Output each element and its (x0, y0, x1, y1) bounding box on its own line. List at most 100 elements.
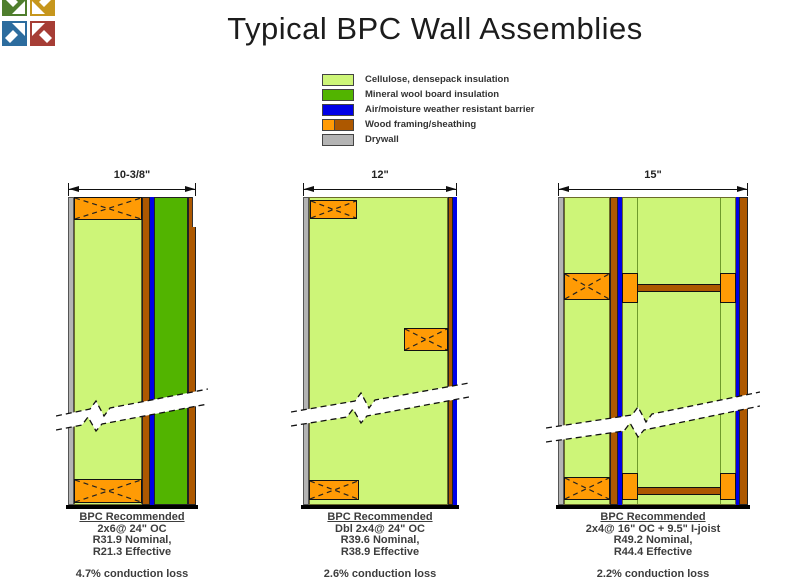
legend-label: Wood framing/sheathing (365, 119, 477, 130)
dimension-label: 10-3/8" (113, 169, 151, 181)
caption-wall-2: BPC Recommended Dbl 2x4@ 24" OC R39.6 No… (280, 511, 480, 581)
caption-spec: 2x6@ 24" OC (97, 522, 167, 535)
wood-swatch-sheathing-part (334, 119, 353, 130)
arrow-right-icon (185, 186, 195, 192)
wall-base-line (66, 505, 198, 509)
ijoist-web (637, 487, 721, 495)
caption-spec: 2x4@ 16" OC + 9.5" I-joist (585, 522, 721, 535)
caption-loss: 2.6% conduction loss (323, 568, 437, 580)
drywall-layer (303, 197, 309, 505)
barrier-layer (150, 197, 154, 505)
wall-base-line (301, 505, 459, 509)
caption-title: BPC Recommended (327, 511, 433, 523)
dimension-line (303, 189, 457, 190)
sheathing-layer (142, 197, 150, 505)
wall-base-line (556, 505, 750, 509)
ijoist-flange (622, 273, 638, 303)
caption-nominal: R39.6 Nominal, (340, 534, 420, 546)
caption-wall-1: BPC Recommended 2x6@ 24" OC R31.9 Nomina… (32, 511, 232, 581)
legend-item-drywall: Drywall (322, 132, 534, 147)
logo-square-green-arrow-icon (2, 0, 27, 16)
caption-effective: R38.9 Effective (340, 545, 420, 558)
wall-assembly-3 (558, 197, 748, 505)
caption-loss: 4.7% conduction loss (75, 568, 189, 580)
break-line (546, 391, 760, 443)
dimension-wall-2: 12" (303, 169, 457, 197)
logo-square-red-arrow-icon (30, 21, 55, 46)
caption-loss: 2.2% conduction loss (596, 568, 710, 580)
barrier-layer (618, 197, 622, 505)
dimension-tick (68, 183, 69, 196)
framing-block (74, 479, 142, 503)
dimension-label: 12" (371, 169, 389, 181)
mineral-wool-layer (154, 197, 188, 505)
dimension-tick (456, 183, 457, 196)
ijoist-flange (720, 273, 736, 303)
wood-swatch-framing-part (323, 119, 334, 130)
cellulose-swatch-icon (322, 73, 354, 86)
dimension-tick (303, 183, 304, 196)
framing-block (310, 200, 357, 219)
ijoist-flange-line (720, 198, 721, 504)
dimension-tick (747, 183, 748, 196)
framing-block (309, 480, 359, 500)
drywall-layer (68, 197, 74, 505)
legend-item-wood: Wood framing/sheathing (322, 117, 534, 132)
sheathing-layer (610, 197, 618, 505)
dimension-wall-1: 10-3/8" (68, 169, 196, 197)
caption-spec: Dbl 2x4@ 24" OC (335, 522, 425, 535)
ijoist-flange-line (637, 198, 638, 504)
legend-item-barrier: Air/moisture weather resistant barrier (322, 102, 534, 117)
dimension-line (558, 189, 748, 190)
framing-block (564, 477, 610, 500)
logo-square-gold-arrow-icon (30, 0, 55, 16)
barrier-layer (736, 197, 739, 505)
caption-effective: R44.4 Effective (613, 545, 693, 558)
outer-sheathing-layer (739, 197, 748, 505)
legend-label: Cellulose, densepack insulation (365, 74, 510, 85)
cellulose-layer (309, 197, 448, 505)
framing-block (564, 273, 610, 300)
dimension-line (68, 189, 196, 190)
wood-swatch-icon (322, 118, 354, 131)
cellulose-layer (564, 197, 610, 505)
ijoist-flange (720, 473, 736, 500)
logo-square-blue-arrow-icon (2, 21, 27, 46)
caption-title: BPC Recommended (79, 511, 185, 523)
outer-sheathing-layer (188, 197, 196, 505)
framing-block (74, 197, 142, 220)
dimension-wall-3: 15" (558, 169, 748, 197)
legend-item-cellulose: Cellulose, densepack insulation (322, 72, 534, 87)
caption-nominal: R31.9 Nominal, (92, 534, 172, 546)
cellulose-layer (74, 197, 142, 505)
barrier-layer (453, 197, 457, 505)
dimension-tick (558, 183, 559, 196)
arrow-right-icon (737, 186, 747, 192)
cellulose-layer (622, 197, 736, 505)
wall-assembly-2 (303, 197, 457, 505)
caption-title: BPC Recommended (600, 511, 706, 523)
break-line (291, 382, 469, 427)
ijoist-flange (622, 473, 638, 500)
break-line (56, 388, 208, 433)
caption-wall-3: BPC Recommended 2x4@ 16" OC + 9.5" I-joi… (553, 511, 753, 581)
framing-block (404, 328, 448, 351)
sheathing-layer (448, 197, 453, 505)
caption-effective: R21.3 Effective (92, 545, 172, 558)
mineral-wool-swatch-icon (322, 88, 354, 101)
siding-notch (192, 197, 196, 227)
arrow-left-icon (559, 186, 569, 192)
ijoist-web (637, 284, 721, 292)
dimension-tick (195, 183, 196, 196)
arrow-left-icon (69, 186, 79, 192)
legend-label: Drywall (365, 134, 399, 145)
legend-item-mineral-wool: Mineral wool board insulation (322, 87, 534, 102)
arrow-right-icon (446, 186, 456, 192)
arrow-left-icon (304, 186, 314, 192)
wall-assembly-1 (68, 197, 196, 505)
caption-nominal: R49.2 Nominal, (613, 534, 693, 546)
dimension-label: 15" (644, 169, 662, 181)
drywall-swatch-icon (322, 133, 354, 146)
legend-label: Mineral wool board insulation (365, 89, 500, 100)
legend-label: Air/moisture weather resistant barrier (365, 104, 535, 115)
